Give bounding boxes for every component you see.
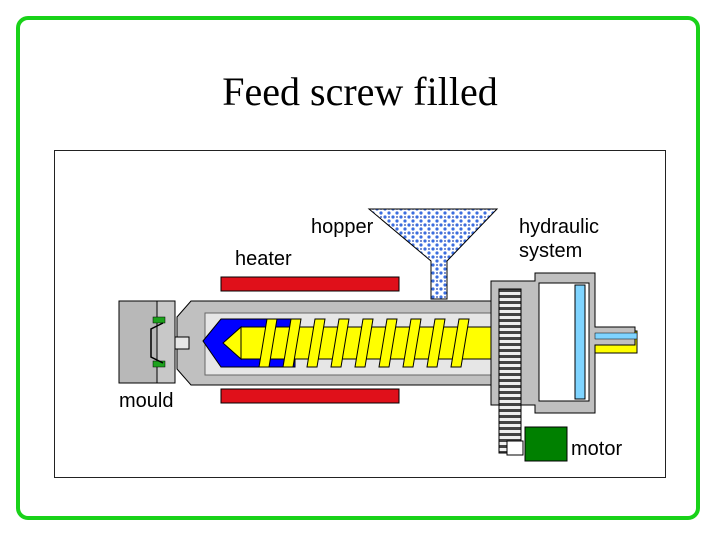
screw-flights [258,318,470,368]
piston [574,284,586,400]
mould-cavity-bottom [152,360,166,368]
motor-coupling [506,440,524,456]
motor [524,426,568,462]
mould-right [156,300,176,384]
label-heater: heater [235,248,292,270]
hydraulic-fluid-line [594,332,638,340]
mould-runner [150,322,164,364]
mould-cavity-top [152,316,166,324]
label-hopper: hopper [311,216,374,238]
slide-frame [16,16,700,520]
diagram-panel: hopper heater hydraulic system mould mot… [54,150,666,478]
label-hydraulic-2: system [519,240,583,262]
slide-title: Feed screw filled [222,69,498,114]
heater-bottom [220,388,400,404]
injection-moulding-diagram [118,208,638,462]
label-hydraulic-1: hydraulic [519,216,600,238]
heater-top [220,276,400,292]
nozzle [174,336,190,350]
label-mould: mould [119,390,174,412]
drive-gear [498,288,522,454]
hopper [367,208,499,300]
screw-tip [222,325,242,361]
label-motor: motor [571,438,623,460]
